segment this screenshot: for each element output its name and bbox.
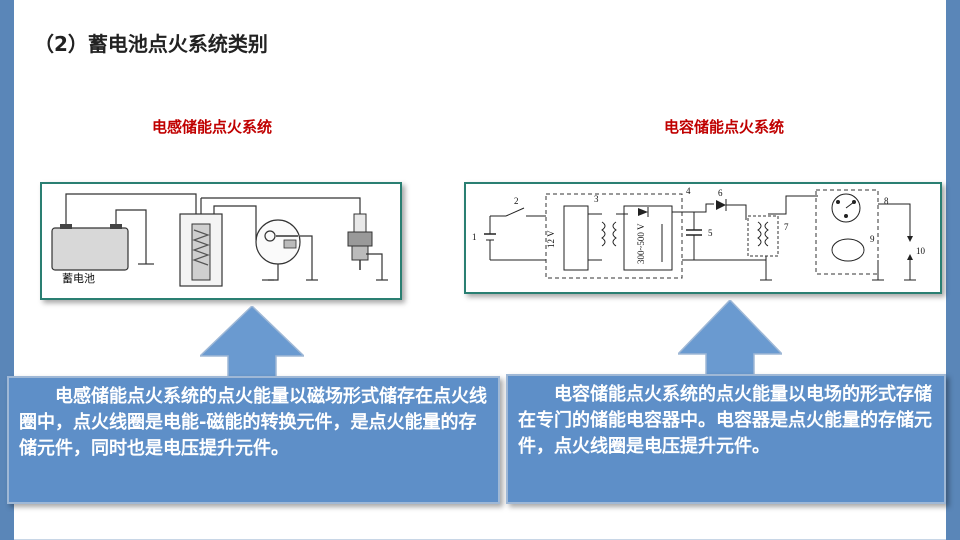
battery-shape	[51, 227, 129, 271]
right-accent-bar	[946, 0, 960, 540]
label-3: 3	[594, 194, 599, 204]
inductive-subtitle: 电感储能点火系统	[152, 118, 273, 136]
battery-terminal	[60, 224, 72, 229]
label-4: 4	[686, 186, 691, 196]
capacitive-ignition-diagram: 1 2 4 12 V 3 300~500 V 5 6	[464, 182, 942, 294]
label-voltage-range: 300~500 V	[636, 223, 646, 264]
label-7: 7	[784, 222, 789, 232]
capacitive-circuit-drawing: 1 2 4 12 V 3 300~500 V 5 6	[472, 186, 926, 281]
battery-label: 蓄电池	[62, 272, 95, 285]
up-arrow-right	[678, 300, 782, 376]
capacitive-description: 电容储能点火系统的点火能量以电场的形式存储在专门的储能电容器中。电容器是点火能量…	[506, 374, 946, 504]
capacitive-subtitle: 电容储能点火系统	[664, 118, 785, 136]
inductive-ignition-diagram: 蓄电池	[40, 182, 402, 300]
label-8: 8	[884, 196, 889, 206]
slide-title: （2）蓄电池点火系统类别	[34, 32, 268, 56]
label-5: 5	[708, 228, 713, 238]
battery-terminal	[110, 224, 122, 229]
label-2: 2	[514, 196, 519, 206]
label-6: 6	[718, 188, 723, 198]
label-9: 9	[870, 234, 875, 244]
label-1: 1	[472, 232, 477, 242]
label-10: 10	[916, 246, 926, 256]
up-arrow-left	[200, 306, 304, 378]
spark-plug-shape	[353, 213, 367, 233]
label-12v: 12 V	[546, 230, 556, 248]
inductive-description: 电感储能点火系统的点火能量以磁场形式储存在点火线圈中，点火线圈是电能-磁能的转换…	[7, 376, 500, 504]
converter-box	[545, 193, 683, 279]
inductive-circuit-drawing: 蓄电池	[51, 193, 388, 287]
